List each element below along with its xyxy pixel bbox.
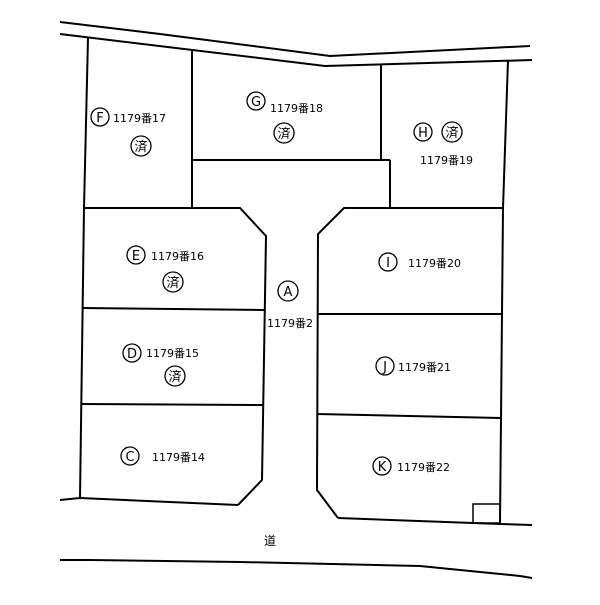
- lot-H-circle: [413, 122, 433, 142]
- lot-H-status-circle: [441, 121, 463, 143]
- lot-J-K-divider: [316, 413, 502, 419]
- lot-J-circle: [375, 356, 395, 376]
- south-boundary-left: [59, 496, 239, 506]
- lot-D-C-divider: [80, 403, 264, 406]
- lot-I-circle: [378, 252, 398, 272]
- lot-C-number: 1179番14: [152, 451, 205, 464]
- lot-I-number: 1179番20: [408, 257, 461, 270]
- lot-A-circle: [277, 280, 299, 302]
- lot-D-status-circle: [164, 365, 186, 387]
- lot-D-number: 1179番15: [146, 347, 199, 360]
- top-row-boundary: [59, 33, 533, 68]
- road-south-edge: [60, 559, 533, 579]
- lot-E-status: 済: [166, 275, 179, 291]
- south-boundary-right: [337, 517, 533, 526]
- lot-K-circle: [372, 456, 392, 476]
- lot-F-circle: [90, 107, 110, 127]
- lot-H-number: 1179番19: [420, 154, 473, 167]
- lot-D-letter: D: [127, 347, 137, 362]
- lot-E-status-circle: [162, 271, 184, 293]
- east-lots-outline: [315, 207, 503, 519]
- west-lots-outline: [84, 207, 268, 506]
- lot-I-letter: I: [386, 256, 390, 271]
- lot-F-status-circle: [130, 135, 152, 157]
- lot-K-letter: K: [378, 460, 387, 475]
- lot-F-status: 済: [134, 139, 147, 155]
- lot-J-number: 1179番21: [398, 361, 451, 374]
- lot-E-D-divider: [81, 307, 265, 311]
- lot-J-letter: J: [382, 360, 387, 375]
- lot-G-circle: [246, 91, 266, 111]
- lot-F-number: 1179番17: [113, 112, 166, 125]
- lot-G-letter: G: [251, 95, 261, 110]
- lot-A-number: 1179番2: [267, 317, 313, 330]
- lot-A-letter: A: [284, 285, 293, 300]
- lot-H-letter: H: [418, 126, 428, 141]
- west-boundary: [79, 37, 89, 499]
- lot-G-status-circle: [273, 122, 295, 144]
- lot-E-circle: [126, 245, 146, 265]
- lot-E-letter: E: [132, 249, 140, 264]
- lot-G-status: 済: [277, 126, 290, 142]
- lot-G-number: 1179番18: [270, 102, 323, 115]
- lot-D-circle: [122, 343, 142, 363]
- lot-F-letter: F: [96, 111, 103, 126]
- lot-C-circle: [120, 446, 140, 466]
- east-boundary: [499, 59, 509, 525]
- road-label: 道: [264, 534, 276, 548]
- lot-H-status: 済: [445, 125, 458, 141]
- north-boundary-line: [59, 21, 531, 58]
- lot-E-number: 1179番16: [151, 250, 204, 263]
- corner-marker-box: [472, 503, 501, 524]
- lot-C-letter: C: [125, 450, 134, 465]
- lot-D-status: 済: [168, 369, 181, 385]
- lot-K-number: 1179番22: [397, 461, 450, 474]
